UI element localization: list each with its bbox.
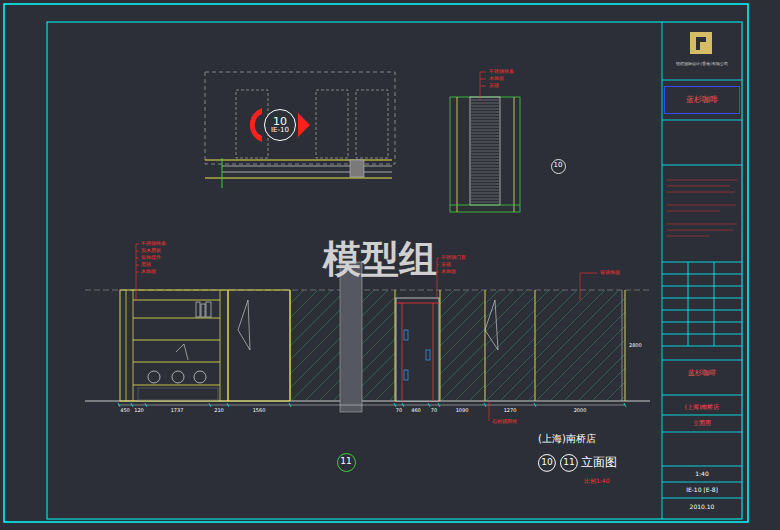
dimension: 460 bbox=[411, 408, 421, 413]
section-detail bbox=[450, 72, 520, 212]
material-note: 装饰摆件 bbox=[141, 255, 161, 260]
store-name: (上海)南桥店 bbox=[538, 434, 596, 444]
title-band: 蓝杉咖啡 bbox=[664, 86, 740, 114]
dimension: 2000 bbox=[574, 408, 587, 413]
dimension: 450 bbox=[120, 408, 130, 413]
circle-outline bbox=[337, 453, 355, 471]
outer-frame bbox=[4, 4, 748, 522]
circle-outline bbox=[551, 159, 565, 173]
logo bbox=[690, 32, 712, 54]
material-note: 木饰面 bbox=[141, 269, 156, 274]
dimension: 1560 bbox=[253, 408, 266, 413]
node-text: 10 bbox=[541, 458, 552, 467]
material-note: 不锈钢线条 bbox=[489, 69, 514, 74]
sheet-number: IE-10 [E-8] bbox=[686, 487, 718, 493]
scale-note: 比例1:40 bbox=[584, 478, 609, 484]
circle-outline bbox=[539, 455, 556, 472]
scale: 1:40 bbox=[695, 471, 708, 477]
callout-circle: 10 bbox=[538, 454, 556, 472]
material-note: 灰镜 bbox=[489, 83, 499, 88]
store-name: (上海)南桥店 bbox=[685, 404, 720, 410]
company-name: 恒炬国际设计(香港)有限公司 bbox=[676, 62, 727, 66]
callout-circle: 11 bbox=[337, 453, 356, 472]
inner-frame bbox=[47, 22, 742, 519]
band-outline bbox=[665, 87, 740, 114]
title-block bbox=[662, 22, 742, 519]
callout-circle: 10 bbox=[551, 159, 566, 174]
dimension: 2800 bbox=[629, 343, 642, 348]
dimension: 210 bbox=[214, 408, 224, 413]
node-text: IE-10 bbox=[271, 127, 289, 134]
notes-lines bbox=[667, 180, 737, 236]
project-name: 蓝杉咖啡 bbox=[688, 370, 716, 377]
material-note: 银镜饰面 bbox=[600, 270, 620, 275]
dimension: 120 bbox=[134, 408, 144, 413]
watermark: 模型组 bbox=[323, 240, 437, 278]
material-note: 木饰面 bbox=[441, 269, 456, 274]
sheet-name: 立面图 bbox=[693, 420, 711, 426]
material-note: 石材踢脚线 bbox=[492, 419, 517, 424]
node-text: 11 bbox=[563, 458, 574, 467]
drawing-title: 立面图 bbox=[581, 456, 617, 468]
node-text: 蓝杉咖啡 bbox=[686, 96, 718, 104]
dimension: 70 bbox=[431, 408, 437, 413]
dimension: 1090 bbox=[456, 408, 469, 413]
material-note: 不锈钢门套 bbox=[441, 255, 466, 260]
material-note: 灰镜 bbox=[441, 262, 451, 267]
node-text: 10 bbox=[273, 116, 287, 128]
material-note: 不锈钢线条 bbox=[141, 241, 166, 246]
dimension: 1737 bbox=[171, 408, 184, 413]
node-text: 10 bbox=[554, 162, 563, 169]
material-note: 木饰面 bbox=[489, 76, 504, 81]
material-note: 实木层板 bbox=[141, 248, 161, 253]
circle-outline bbox=[265, 110, 296, 141]
callout-circle: 10IE-10 bbox=[264, 109, 296, 141]
circle-outline bbox=[561, 455, 578, 472]
node-text: 11 bbox=[340, 457, 351, 466]
dimension: 70 bbox=[396, 408, 402, 413]
material-note: 黑镜 bbox=[141, 262, 151, 267]
callout-circle: 11 bbox=[560, 454, 578, 472]
date: 2010.10 bbox=[690, 504, 715, 510]
plan-view bbox=[205, 72, 395, 188]
dimension: 1270 bbox=[504, 408, 517, 413]
